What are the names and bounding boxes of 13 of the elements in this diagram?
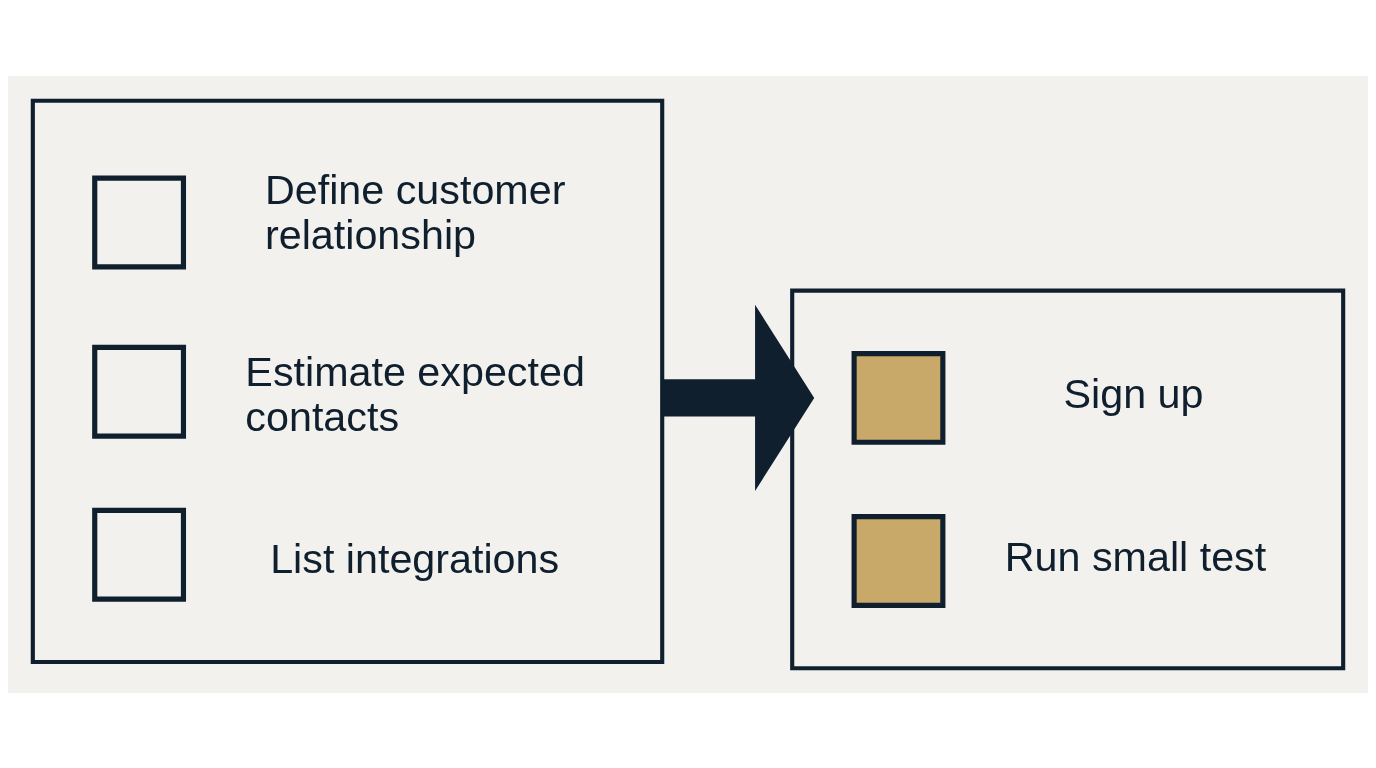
node-box (851, 350, 946, 445)
node-label: Sign up (1063, 370, 1204, 417)
node-box (92, 175, 187, 269)
node-label: Define customer relationship (264, 166, 566, 258)
node-label: Estimate expected contacts (245, 348, 585, 440)
cluster (30, 98, 665, 664)
node-box (92, 507, 187, 602)
cluster (790, 288, 1346, 670)
node-box (92, 344, 187, 439)
node-label: List integrations (270, 535, 560, 582)
node-label: Run small test (1004, 533, 1267, 580)
arrow (662, 304, 815, 491)
node-box (851, 513, 946, 608)
